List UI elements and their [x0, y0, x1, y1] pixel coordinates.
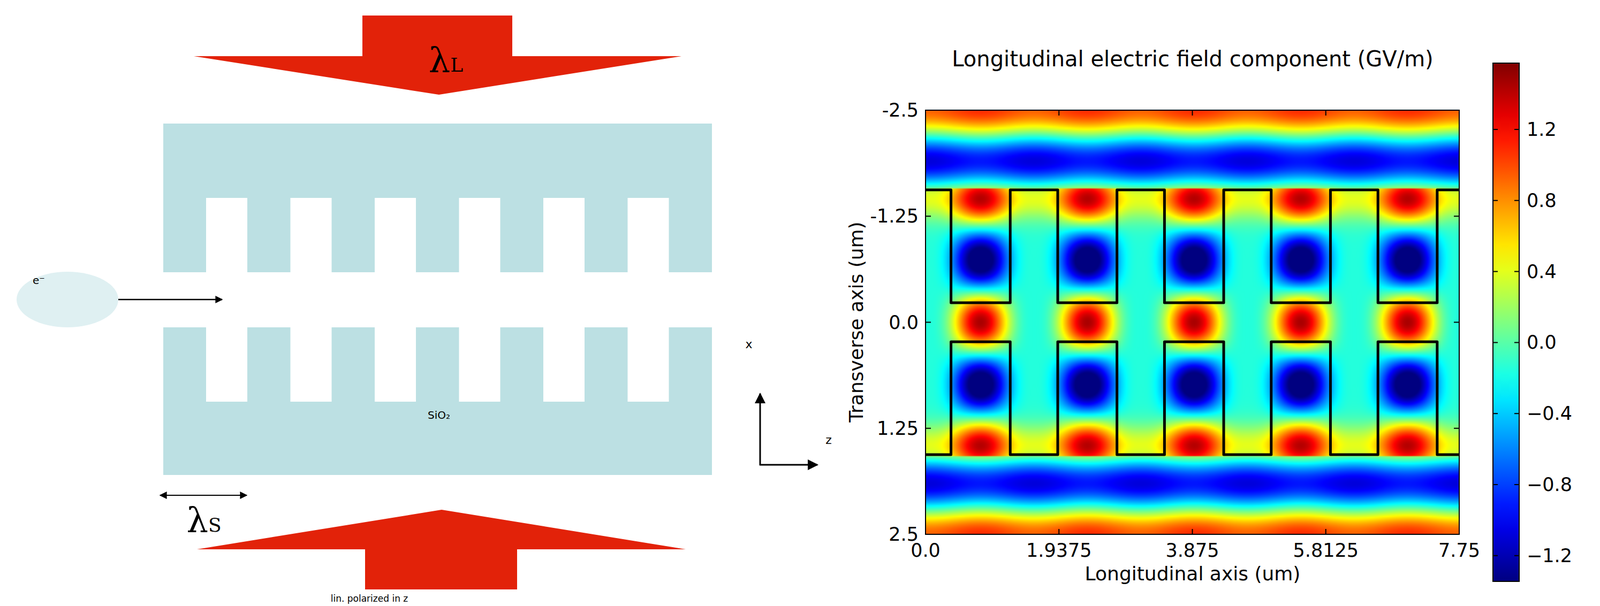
- laser-arrow: [196, 510, 686, 590]
- axis-name: x: [745, 338, 753, 352]
- tick-label: 0.0: [888, 312, 919, 333]
- colorbar-label: 0.4: [1526, 261, 1557, 283]
- colorbar-label: −0.4: [1526, 403, 1573, 425]
- axis-title: Longitudinal axis (um): [1085, 563, 1301, 586]
- colorbar-label: 0.0: [1526, 332, 1557, 354]
- colorbar-label: −0.8: [1526, 474, 1573, 496]
- polarization-note: lin. polarized in z: [330, 594, 408, 605]
- colorbar-label: 0.8: [1526, 190, 1557, 212]
- axis-title: Transverse axis (um): [845, 221, 868, 423]
- electron-bunch: e⁻: [16, 271, 119, 328]
- colorbar: [1492, 63, 1520, 582]
- dimension-arrow: [160, 495, 247, 497]
- tick-label: -1.25: [869, 206, 919, 227]
- axis-arrow: [759, 464, 818, 467]
- wavelength-label: λL: [428, 41, 464, 79]
- tick-label: 1.25: [876, 418, 919, 440]
- material-label: SiO₂: [427, 409, 451, 422]
- grating-outline: [925, 342, 1460, 456]
- bunch-ellipse: [16, 271, 119, 328]
- tick-label: 5.8125: [1293, 540, 1359, 562]
- tick-label: 1.9375: [1026, 540, 1092, 562]
- wavelength-label: λS: [186, 501, 222, 540]
- laser-arrow: [193, 15, 682, 95]
- grating-outline: [925, 190, 1460, 303]
- plot-frame: [925, 110, 1460, 535]
- tick-label: -2.5: [882, 100, 919, 121]
- beam-arrow: [118, 299, 223, 301]
- axis-name: z: [825, 434, 832, 447]
- axis-arrow: [759, 393, 762, 466]
- particle-label: e⁻: [32, 274, 45, 287]
- tick-label: 7.75: [1438, 540, 1481, 562]
- field-heatmap: [925, 110, 1460, 535]
- tick-label: 3.875: [1165, 540, 1219, 562]
- tick-label: 0.0: [910, 540, 941, 562]
- colorbar-ticks: [1492, 129, 1520, 557]
- grating-structure: [163, 123, 712, 476]
- bunch-ellipse: [16, 271, 119, 328]
- plot-title: Longitudinal electric field component (G…: [951, 47, 1433, 71]
- colorbar-label: 1.2: [1526, 119, 1557, 141]
- colorbar-label: −1.2: [1526, 546, 1573, 567]
- tick-marks: [925, 110, 1460, 535]
